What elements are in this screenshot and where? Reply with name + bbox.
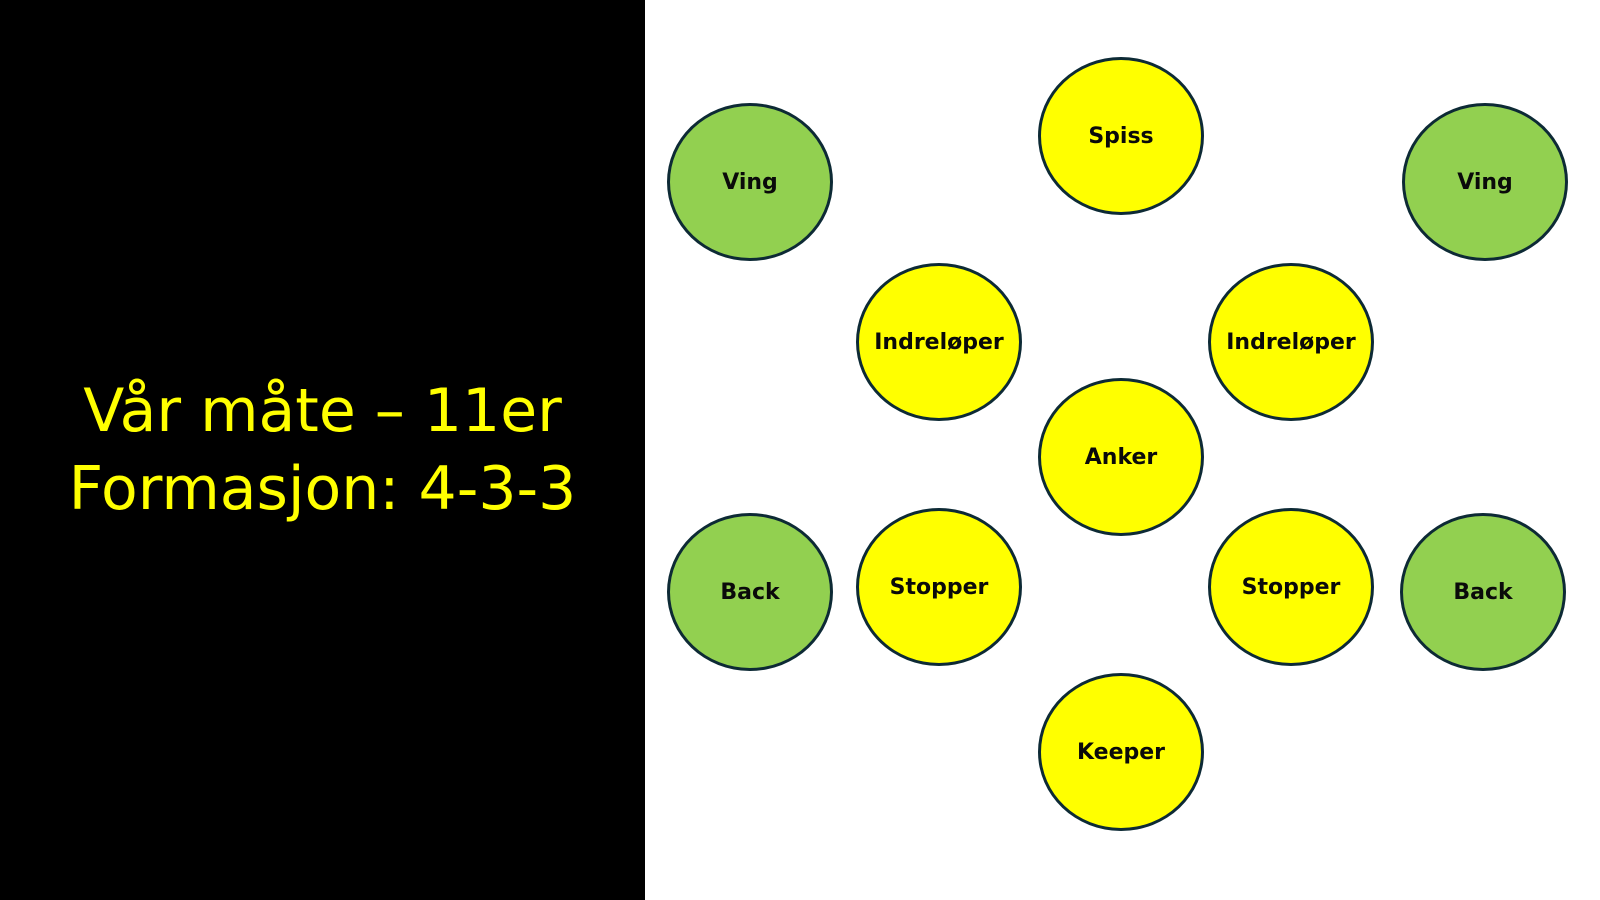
- player-label: Back: [1453, 579, 1513, 605]
- player-stopper-left: Stopper: [856, 508, 1022, 666]
- player-back-right: Back: [1400, 513, 1566, 671]
- player-label: Ving: [1457, 169, 1513, 195]
- slide-title: Vår måte – 11er Formasjon: 4-3-3: [69, 372, 577, 528]
- player-label: Spiss: [1088, 123, 1154, 149]
- title-panel: Vår måte – 11er Formasjon: 4-3-3: [0, 0, 645, 900]
- player-label: Stopper: [889, 574, 989, 600]
- player-label: Anker: [1084, 444, 1158, 470]
- player-label: Back: [720, 579, 780, 605]
- player-label: Indreløper: [1226, 329, 1356, 355]
- player-label: Indreløper: [874, 329, 1004, 355]
- player-label: Ving: [722, 169, 778, 195]
- player-keeper: Keeper: [1038, 673, 1204, 831]
- player-anker: Anker: [1038, 378, 1204, 536]
- player-stopper-right: Stopper: [1208, 508, 1374, 666]
- player-label: Stopper: [1241, 574, 1341, 600]
- player-label: Keeper: [1076, 739, 1166, 765]
- title-line-2: Formasjon: 4-3-3: [68, 454, 577, 524]
- formation-diagram: Ving Spiss Ving Indreløper Indreløper An…: [645, 0, 1600, 900]
- player-indrelop-right: Indreløper: [1208, 263, 1374, 421]
- player-indrelop-left: Indreløper: [856, 263, 1022, 421]
- title-line-1: Vår måte – 11er: [83, 376, 562, 446]
- player-spiss: Spiss: [1038, 57, 1204, 215]
- player-back-left: Back: [667, 513, 833, 671]
- player-ving-left: Ving: [667, 103, 833, 261]
- player-ving-right: Ving: [1402, 103, 1568, 261]
